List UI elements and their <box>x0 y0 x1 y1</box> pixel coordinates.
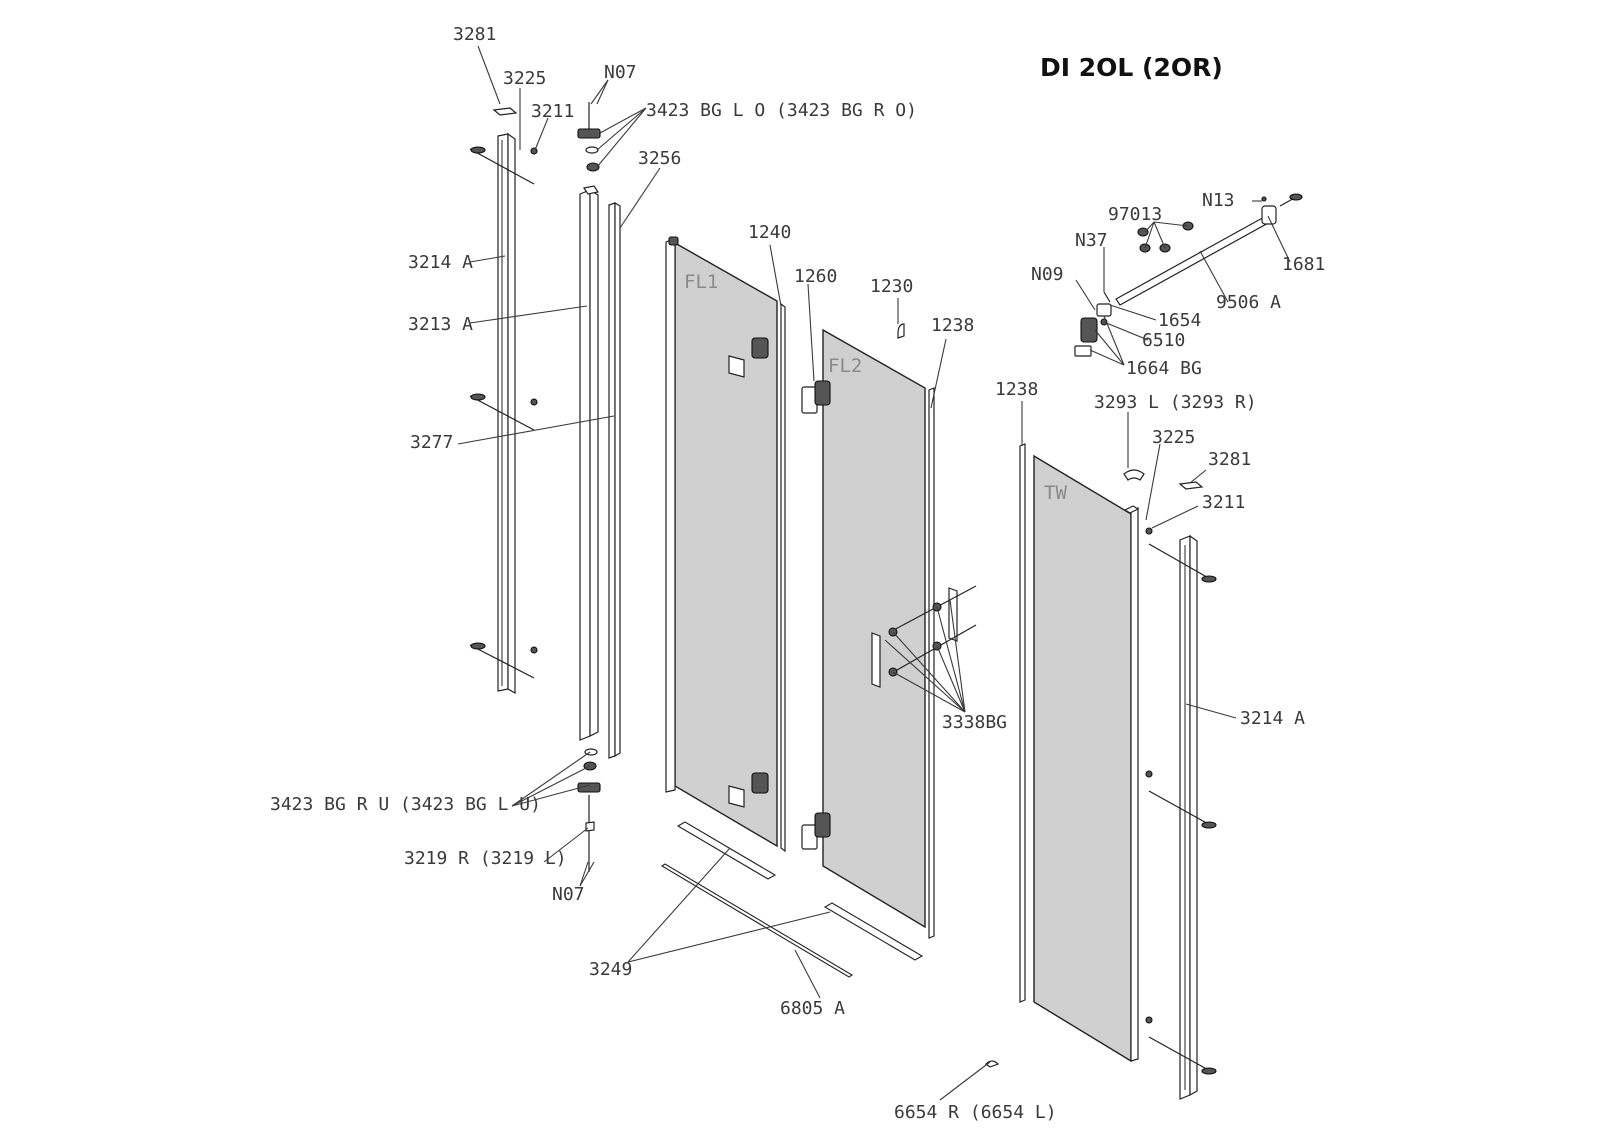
callout-1240: 1240 <box>748 222 791 243</box>
callout-3214a-left: 3214 A <box>408 252 473 273</box>
callout-6805a: 6805 A <box>780 998 845 1019</box>
hinge-profile-3213 <box>579 185 599 741</box>
callout-3225-right: 3225 <box>1152 427 1195 448</box>
callout-n09: N09 <box>1031 264 1064 285</box>
cap-3281-left <box>492 107 518 116</box>
nuts-97013 <box>1137 221 1194 253</box>
bottom-seal-3249-left <box>676 821 777 880</box>
callout-3225-top: 3225 <box>503 68 546 89</box>
callout-3211-right: 3211 <box>1202 492 1245 513</box>
wall-profile-right <box>1179 534 1198 1100</box>
callout-3338bg: 3338BG <box>942 712 1007 733</box>
seal-1238-middle <box>928 387 935 939</box>
callout-3219: 3219 R (3219 L) <box>404 848 567 869</box>
panel-label-fl2: FL2 <box>828 355 862 377</box>
callout-n07-bottom: N07 <box>552 884 585 905</box>
callout-3249: 3249 <box>589 959 632 980</box>
hook-1230 <box>897 323 905 339</box>
glass-panel-tw <box>1033 454 1140 1063</box>
bottom-seal-3249-right <box>823 902 924 961</box>
callout-n13: N13 <box>1202 190 1235 211</box>
handle-3338bg <box>871 585 977 688</box>
callout-6510: 6510 <box>1142 330 1185 351</box>
callout-1238-right: 1238 <box>995 379 1038 400</box>
callout-6654: 6654 R (6654 L) <box>894 1102 1057 1123</box>
callout-3214a-right: 3214 A <box>1240 708 1305 729</box>
callout-n37: N37 <box>1075 230 1108 251</box>
leader-lines <box>457 45 1291 1101</box>
callout-1681: 1681 <box>1282 254 1325 275</box>
hinge-parts-bottom <box>577 748 601 872</box>
glass-seal-1240 <box>780 302 786 853</box>
callout-9506a: 9506 A <box>1216 292 1281 313</box>
diagram-title: DI 2OL (2OR) <box>1040 53 1223 82</box>
callout-3423-bg-top: 3423 BG L O (3423 BG R O) <box>646 100 917 121</box>
callout-3293: 3293 L (3293 R) <box>1094 392 1257 413</box>
panel-label-tw: TW <box>1044 482 1067 504</box>
wall-screws-left <box>469 146 538 679</box>
callout-1230: 1230 <box>870 276 913 297</box>
cap-3281-right <box>1178 481 1204 490</box>
wall-profile-left <box>497 132 516 695</box>
callout-3281-right: 3281 <box>1208 449 1251 470</box>
callout-3281-top: 3281 <box>453 24 496 45</box>
glass-panel-fl2 <box>801 328 926 929</box>
stabilizer-wall-mount <box>1074 291 1112 357</box>
callout-3256: 3256 <box>638 148 681 169</box>
seal-1238-right <box>1019 443 1026 1003</box>
callout-3277: 3277 <box>410 432 453 453</box>
callout-n07-top: N07 <box>604 62 637 83</box>
cover-3293 <box>1123 469 1145 481</box>
callout-3211-top: 3211 <box>531 101 574 122</box>
sweep-6805a <box>660 863 854 978</box>
glass-panel-fl1 <box>665 236 778 848</box>
gasket-3256 <box>608 201 621 759</box>
callout-3423-bg-bottom: 3423 BG R U (3423 BG L U) <box>270 794 541 815</box>
panel-label-fl1: FL1 <box>684 271 718 293</box>
stabilizer-bar-9506a <box>1115 193 1303 306</box>
callout-3213a: 3213 A <box>408 314 473 335</box>
callout-97013: 97013 <box>1108 204 1162 225</box>
callout-1238-middle: 1238 <box>931 315 974 336</box>
callout-1664bg: 1664 BG <box>1126 358 1202 379</box>
hinge-parts-top <box>577 102 601 172</box>
callout-1260: 1260 <box>794 266 837 287</box>
callout-1654: 1654 <box>1158 310 1201 331</box>
wall-screws-right <box>1145 527 1217 1075</box>
